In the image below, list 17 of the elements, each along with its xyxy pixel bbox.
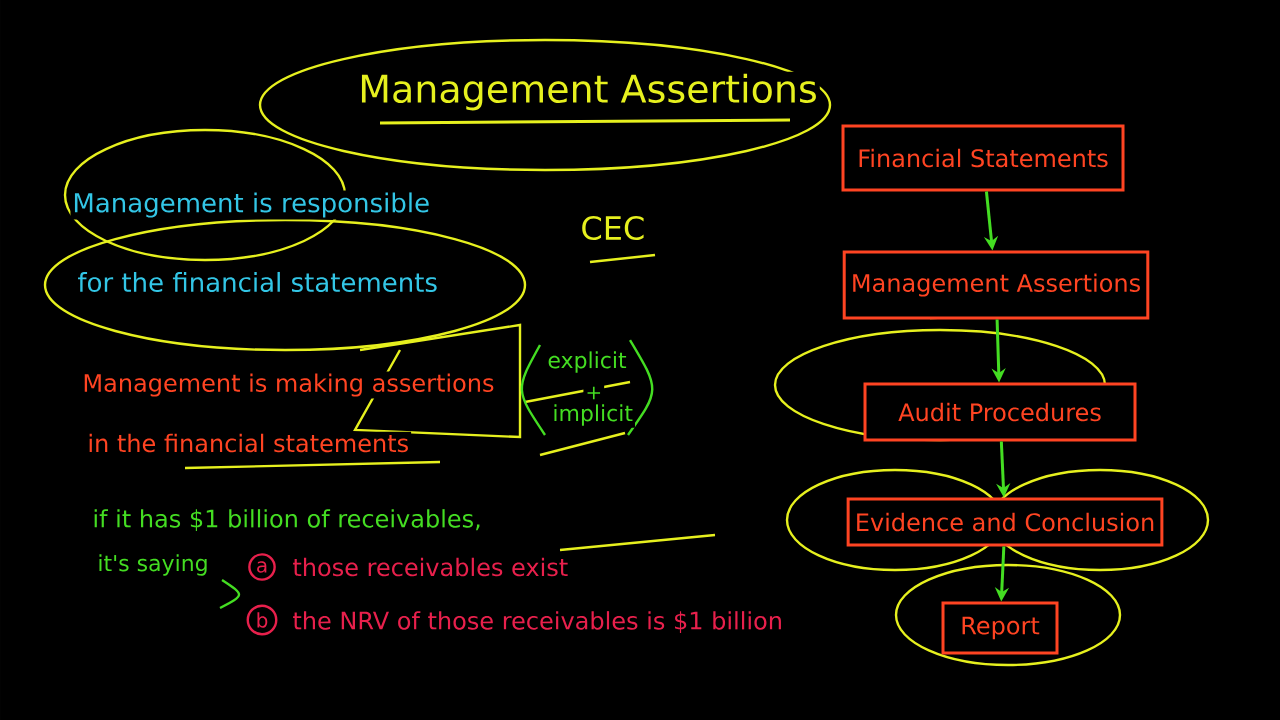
handwritten-text: it's saying: [95, 552, 211, 578]
process-box: Report: [941, 601, 1059, 655]
handwritten-text: for the financial statements: [75, 269, 440, 295]
handwritten-text: the NRV of those receivables is $1 billion: [290, 609, 785, 635]
handwritten-text: those receivables exist: [290, 555, 571, 579]
process-box: Financial Statements: [841, 124, 1125, 192]
process-box: Management Assertions: [842, 250, 1150, 320]
title: Management Assertions: [356, 71, 820, 113]
process-box: Evidence and Conclusion: [846, 497, 1164, 547]
handwritten-text: in the financial statements: [85, 431, 412, 455]
handwritten-text: Management is responsible: [70, 190, 432, 220]
handwritten-text: Management is making assertions: [80, 371, 497, 399]
handwritten-text: CEC: [578, 213, 648, 243]
handwritten-text: if it has $1 billion of receivables,: [90, 507, 484, 533]
circled-letter: b: [246, 604, 278, 636]
process-box: Audit Procedures: [863, 382, 1137, 442]
handwritten-text: explicit: [545, 349, 629, 375]
